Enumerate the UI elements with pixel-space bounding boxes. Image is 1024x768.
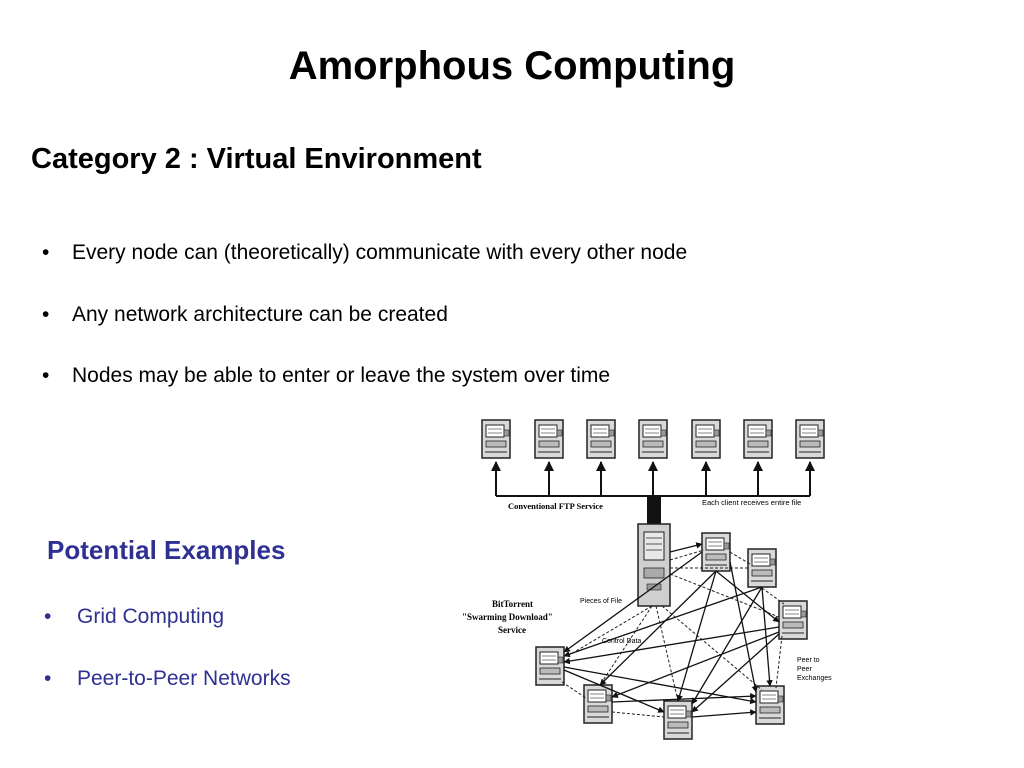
ftp-clients xyxy=(481,419,825,459)
bullet-dot: • xyxy=(42,303,50,326)
bittorrent-label-line: Service xyxy=(498,625,526,635)
bullet-text: Any network architecture can be created xyxy=(72,303,448,326)
ftp-label: Conventional FTP Service xyxy=(508,501,603,511)
control-links xyxy=(561,549,785,718)
bullet-dot: • xyxy=(42,241,50,264)
peer-exchange-label: Peer xyxy=(797,666,812,673)
examples-heading: Potential Examples xyxy=(47,535,286,565)
peer-exchange-label: Exchanges xyxy=(797,675,832,682)
client-note: Each client receives entire file xyxy=(702,498,801,507)
bullet-dot: • xyxy=(42,364,50,387)
peer-links xyxy=(563,542,780,718)
bullet-text: Every node can (theoretically) communica… xyxy=(72,241,688,264)
bullet-dot: • xyxy=(44,667,52,690)
ftp-trunk xyxy=(647,496,661,524)
bullet-item: • Any network architecture can be created xyxy=(42,303,448,327)
example-item: • Peer-to-Peer Networks xyxy=(44,667,291,691)
server-icon xyxy=(637,523,671,607)
network-diagram: Conventional FTP Service Each client rec… xyxy=(462,419,832,740)
bullet-item: • Nodes may be able to enter or leave the… xyxy=(42,364,610,388)
bittorrent-label-line: BitTorrent xyxy=(492,599,533,609)
bullet-item: • Every node can (theoretically) communic… xyxy=(42,241,687,265)
peer-exchange-label: Peer to xyxy=(797,657,820,664)
example-item: • Grid Computing xyxy=(44,605,224,629)
control-data-label: Control Data xyxy=(602,638,641,645)
bittorrent-label-line: "Swarming Download" xyxy=(462,612,553,622)
ftp-connectors xyxy=(491,461,815,497)
bullet-text: Nodes may be able to enter or leave the … xyxy=(72,364,611,387)
section-subtitle: Category 2 : Virtual Environment xyxy=(31,143,482,175)
page-title: Amorphous Computing xyxy=(288,44,736,88)
example-text: Peer-to-Peer Networks xyxy=(77,667,291,690)
example-text: Grid Computing xyxy=(77,605,225,628)
pieces-label: Pieces of File xyxy=(580,598,622,605)
bullet-dot: • xyxy=(44,605,52,628)
